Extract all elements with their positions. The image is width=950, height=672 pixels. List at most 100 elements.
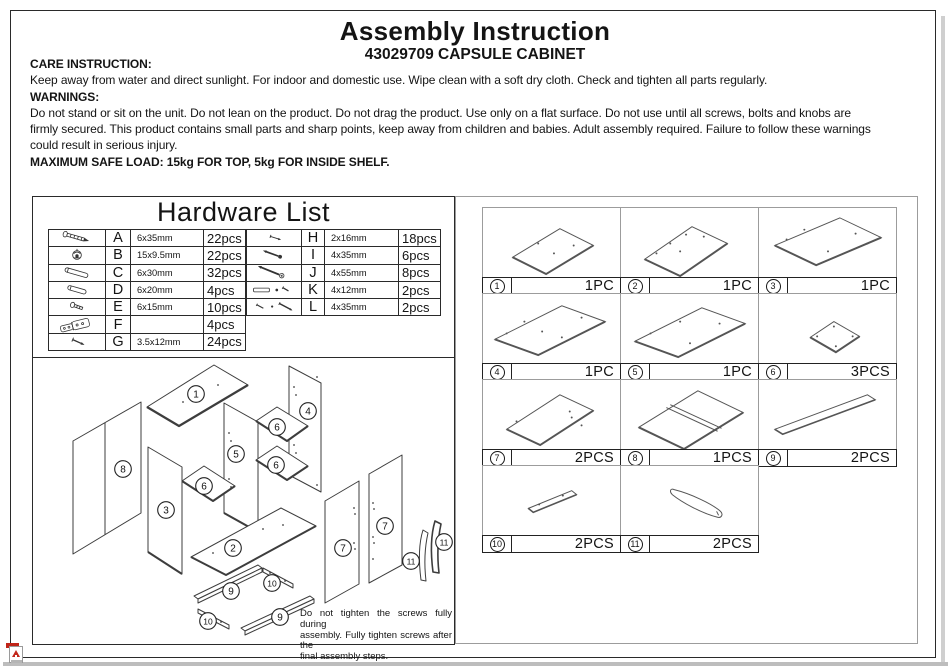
screw-icon [262,250,283,260]
part-thumbnail [620,379,759,449]
part-thumbnail [482,465,621,535]
svg-text:11: 11 [440,538,449,548]
svg-text:7: 7 [382,522,388,533]
part-qty: 2PCS [574,536,614,552]
hardware-table-right: H 2x16mm 18pcs I 4x35mm 6pcs J 4x55mm 8p… [246,229,441,317]
part-label: 5 [227,445,245,463]
hardware-letter: H [302,230,325,248]
hardware-qty: 4pcs [204,281,246,300]
warnings-heading: WARNINGS: [30,89,100,104]
part-qty: 2PCS [850,450,890,466]
hardware-letter: L [302,299,325,317]
hardware-list-section: Hardware List A 6x35mm 22pcs B 15x9.5mm … [32,196,455,358]
exploded-diagram-section: 1 2 3 4 5 6 6 6 7 7 8 9 9 10 10 11 11 Do… [32,357,455,662]
screw-hole-dots [182,376,375,623]
svg-text:9: 9 [228,587,234,598]
care-text: Keep away from water and direct sunlight… [30,73,768,88]
hardware-size: 6x20mm [131,281,204,300]
page-title: Assembly Instruction [339,16,611,46]
part-label: 6 [195,477,213,495]
hardware-qty: 18pcs [399,230,441,248]
part-number-badge: 2 [627,278,643,294]
part-qty: 2PCS [712,536,752,552]
hardware-size: 15x9.5mm [131,247,204,265]
small-screw-icon [71,337,85,345]
hardware-qty: 22pcs [204,247,246,265]
warnings-line: could result in serious injury. [30,138,178,153]
part-thumbnail [620,293,759,363]
page-border [10,10,936,658]
part-label: 11 [402,552,420,570]
part-thumbnail [620,207,759,277]
svg-text:9: 9 [277,613,283,624]
hardware-letter: D [106,281,131,300]
part-qty: 1PC [584,364,614,380]
hardware-row: C 6x30mm 32pcs [49,264,246,282]
svg-text:8: 8 [120,465,126,476]
hardware-qty: 32pcs [204,264,246,282]
nail-icon [269,234,282,241]
hardware-letter: A [106,230,131,248]
part-number-badge: 7 [489,450,505,466]
svg-text:3: 3 [163,506,169,517]
care-warnings-block: CARE INSTRUCTION: Keep away from water a… [30,56,925,170]
hardware-size: 4x12mm [325,281,399,300]
part-number-badge: 1 [489,278,505,294]
part-number-badge: 3 [765,278,781,294]
hardware-size: 6x35mm [131,230,204,248]
svg-text:11: 11 [407,557,416,567]
hardware-size: 6x15mm [131,299,204,317]
hardware-qty: 22pcs [204,230,246,248]
part-label: 6 [268,418,286,436]
svg-text:6: 6 [273,461,279,472]
diagram-note-line: Do not tighten the screws fully during [300,608,452,630]
part-qty: 1PC [722,364,752,380]
part-label: 4 [299,402,317,420]
part-qty: 1PCS [712,450,752,466]
part-number-badge: 11 [627,536,643,552]
pdf-file-icon[interactable] [6,642,25,664]
diagram-note-line: assembly. Fully tighten screws after the [300,629,452,652]
part-label: 1 [187,385,205,403]
hardware-size: 3.5x12mm [131,333,204,352]
hardware-row: B 15x9.5mm 22pcs [49,247,246,265]
part-label: 7 [334,539,352,557]
part-label: 9 [271,608,289,626]
part-label: 9 [222,582,240,600]
hardware-row: A 6x35mm 22pcs [49,230,246,248]
assembly-diagram: 1 2 3 4 5 6 6 6 7 7 8 9 9 10 10 11 11 [72,364,453,636]
hardware-qty: 24pcs [204,333,246,352]
hardware-size: 4x35mm [325,299,399,317]
hardware-row: G 3.5x12mm 24pcs [49,333,246,352]
hardware-size [131,316,204,334]
svg-text:7: 7 [340,544,346,555]
part-number-badge: 6 [765,364,781,380]
hardware-table-left: A 6x35mm 22pcs B 15x9.5mm 22pcs C 6x30mm… [48,229,246,352]
hardware-qty: 2pcs [399,299,441,317]
part-qty: 3PCS [850,364,890,380]
hardware-row: D 6x20mm 4pcs [49,281,246,300]
part-qty: 1PC [860,278,890,294]
hardware-qty: 6pcs [399,247,441,265]
hardware-letter: F [106,316,131,334]
hardware-row: E 6x15mm 10pcs [49,299,246,317]
part-label: 8 [114,460,132,478]
part-cell-3: 3 1PC [758,207,897,295]
pdf-icon-logo [12,650,20,657]
hardware-letter: I [302,247,325,265]
part-thumbnail [758,207,897,277]
part-number-badge: 10 [489,536,505,552]
warnings-line: Do not stand or sit on the unit. Do not … [30,105,851,120]
part-number-badge: 8 [627,450,643,466]
long-screw-icon [257,265,285,279]
page-shadow-bottom [3,662,948,666]
part-thumbnail [758,293,897,363]
svg-text:6: 6 [274,423,280,434]
part-cell-8: 8 1PCS [620,379,759,467]
svg-text:6: 6 [201,482,207,493]
